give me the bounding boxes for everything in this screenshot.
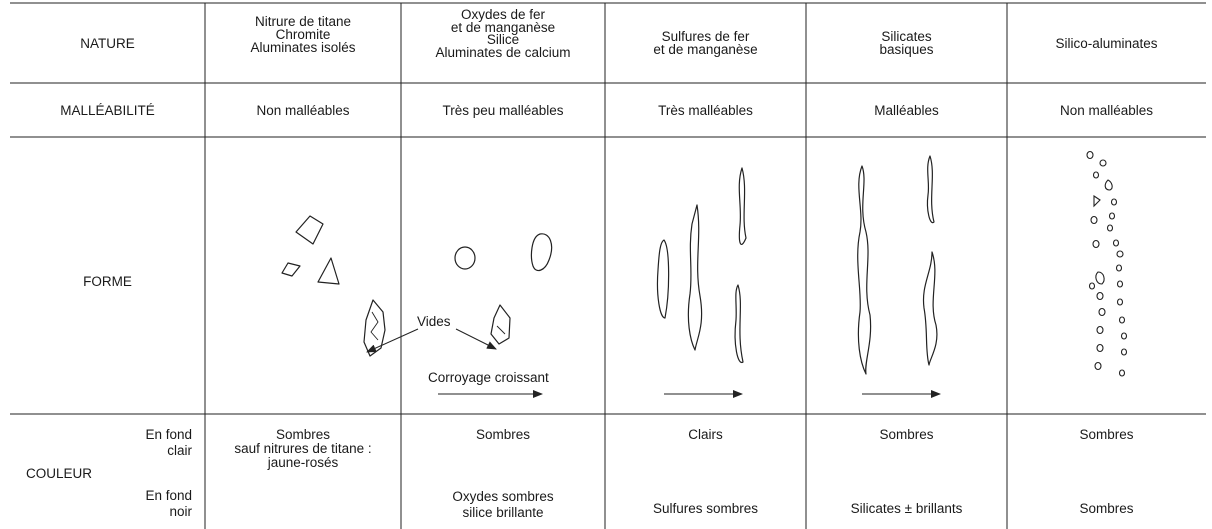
vides-pointer-1 [366,328,419,353]
nature-line: Aluminates de calcium [435,44,571,60]
sublabel-fond-noir-2: noir [169,504,192,519]
malleabilite-cell-col2: Très peu malléables [442,103,564,118]
vides-pointer-2 [455,328,497,350]
couleur-clair-cell-col4: Sombres [879,427,934,442]
malleabilite-cell-col1: Non malléables [256,103,350,118]
sublabel-fond-noir-1: En fond [145,488,192,503]
nature-line: Silicates [881,29,932,44]
sulfide-inclusion-2 [687,204,703,351]
nature-cell-col4: Silicates basiques [806,29,1007,57]
row-header-couleur: COULEUR [26,466,93,481]
nature-cell-col2: Oxydes de fer et de manganèse Silice Alu… [401,7,605,60]
nature-line: basiques [879,42,934,57]
couleur-clair-cell-col2: Sombres [475,427,531,442]
couleur-clair-cell-col1: Sombres sauf nitrures de titane : jaune-… [205,428,401,470]
couleur-noir-cell-col3: Sulfures sombres [652,501,759,516]
nature-line: Oxydes de fer [460,7,546,22]
void-inclusion-1-detail [370,311,379,341]
silicate-filament-2 [926,155,935,224]
round-inclusion-2 [530,233,553,272]
silicate-filament-3 [922,251,938,366]
nature-cell-col5: Silico-aluminates [1055,36,1158,51]
vides-label: Vides [417,314,451,329]
row-header-forme: FORME [83,274,132,289]
corroyage-label: Corroyage croissant [428,370,549,385]
sulfide-inclusion-3 [738,167,747,246]
couleur-line: silice brillante [462,505,544,520]
silicate-filament-1 [857,165,872,375]
couleur-clair-cell-col5: Sombres [1079,427,1134,442]
malleabilite-cell-col4: Malléables [874,103,939,118]
sublabel-fond-clair-2: clair [167,443,192,458]
couleur-noir-cell-col5: Sombres [1079,501,1134,516]
couleur-line: Sombres [275,427,331,442]
couleur-clair-cell-col3: Clairs [688,427,723,442]
silico-aluminate-chain [1086,150,1128,377]
couleur-noir-cell-col4: Silicates ± brillants [850,501,963,516]
couleur-line: sauf nitrures de titane : [234,441,372,456]
nature-line: Chromite [275,27,331,42]
couleur-noir-cell-col2: Oxydes sombres silice brillante [401,489,605,521]
row-header-malleabilite: MALLÉABILITÉ [60,103,155,118]
malleabilite-cell-col3: Très malléables [658,103,753,118]
nature-line: Aluminates isolés [250,40,356,55]
nature-line: Nitrure de titane [254,14,352,29]
angular-inclusion-2 [281,262,301,277]
void-inclusion-2 [490,304,511,345]
angular-inclusion-3 [317,257,340,285]
sublabel-fond-clair-1: En fond [145,427,192,442]
nature-cell-col1: Nitrure de titane Chromite Aluminates is… [205,14,401,55]
nature-line: et de manganèse [450,19,556,35]
void-inclusion-1 [363,299,386,357]
sulfide-inclusion-4 [734,284,744,363]
couleur-line: Oxydes sombres [452,489,554,504]
sulfide-inclusion-1 [656,239,670,319]
nature-line: Silice [486,32,520,47]
nature-cell-col3: Sulfures de fer et de manganèse [605,29,806,57]
row-header-nature: NATURE [80,36,135,51]
void-inclusion-2-detail [496,325,506,335]
round-inclusion-1 [454,246,476,270]
malleabilite-cell-col5: Non malléables [1059,103,1154,118]
nature-line: Sulfures de fer [661,29,750,44]
angular-inclusion-1 [295,215,324,245]
couleur-line: jaune-rosés [267,455,339,470]
nature-line: et de manganèse [653,42,758,57]
